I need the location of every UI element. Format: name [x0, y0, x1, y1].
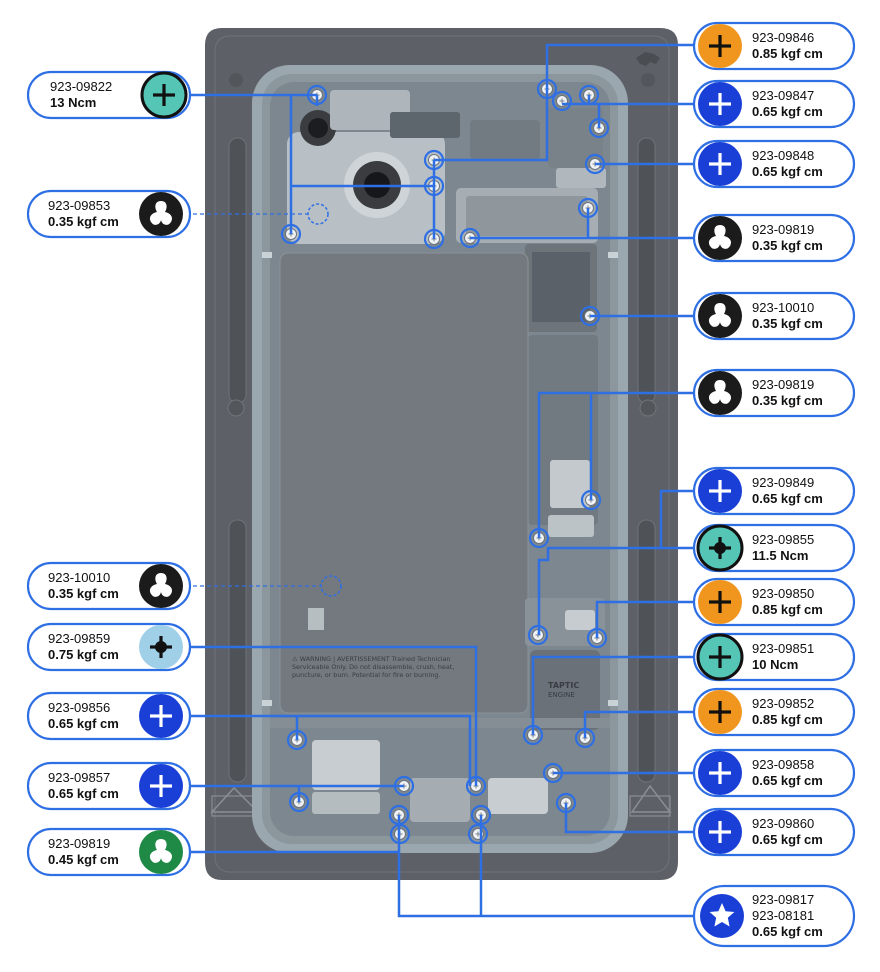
svg-text:923-09819: 923-09819	[48, 836, 110, 851]
callout-923-09819-mid: 923-09819 0.35 kgf cm	[692, 368, 856, 418]
logic-board	[456, 108, 606, 537]
svg-text:923-10010: 923-10010	[752, 300, 814, 315]
callout-923-09817: 923-09817 923-08181 0.65 kgf cm	[692, 884, 856, 948]
svg-text:0.85 kgf cm: 0.85 kgf cm	[752, 712, 823, 727]
svg-text:923-09856: 923-09856	[48, 700, 110, 715]
svg-text:923-09822: 923-09822	[50, 79, 112, 94]
battery-warning-line1: ⚠ WARNING | AVERTISSEMENT Trained Techni…	[292, 655, 450, 663]
taptic-label-line1: TAPTIC	[548, 681, 579, 690]
callout-923-09847: 923-09847 0.65 kgf cm	[692, 79, 856, 129]
svg-text:923-09849: 923-09849	[752, 475, 814, 490]
battery: ⚠ WARNING | AVERTISSEMENT Trained Techni…	[279, 252, 529, 714]
svg-text:923-09819: 923-09819	[752, 222, 814, 237]
svg-text:0.65 kgf cm: 0.65 kgf cm	[48, 786, 119, 801]
callout-923-09856: 923-09856 0.65 kgf cm	[26, 691, 192, 741]
svg-text:923-09819: 923-09819	[752, 377, 814, 392]
svg-text:923-09860: 923-09860	[752, 816, 814, 831]
dashed-leader-lines	[186, 213, 321, 587]
callout-923-10010-left: 923-10010 0.35 kgf cm	[26, 561, 192, 611]
svg-text:0.35 kgf cm: 0.35 kgf cm	[48, 214, 119, 229]
svg-text:13 Ncm: 13 Ncm	[50, 95, 96, 110]
svg-text:0.35 kgf cm: 0.35 kgf cm	[752, 238, 823, 253]
svg-text:0.45 kgf cm: 0.45 kgf cm	[48, 852, 119, 867]
svg-text:923-09817: 923-09817	[752, 892, 814, 907]
svg-text:923-09855: 923-09855	[752, 532, 814, 547]
svg-text:0.35 kgf cm: 0.35 kgf cm	[752, 316, 823, 331]
callout-923-09858: 923-09858 0.65 kgf cm	[692, 748, 856, 798]
battery-warning-line2: Serviceable Only. Do not disassemble, cr…	[292, 663, 454, 671]
callout-923-09849: 923-09849 0.65 kgf cm	[692, 466, 856, 516]
callout-923-09853: 923-09853 0.35 kgf cm	[26, 189, 192, 239]
svg-text:0.75 kgf cm: 0.75 kgf cm	[48, 647, 119, 662]
svg-text:923-09850: 923-09850	[752, 586, 814, 601]
svg-text:0.65 kgf cm: 0.65 kgf cm	[752, 104, 823, 119]
svg-text:923-09858: 923-09858	[752, 757, 814, 772]
svg-text:0.65 kgf cm: 0.65 kgf cm	[752, 164, 823, 179]
svg-text:923-10010: 923-10010	[48, 570, 110, 585]
svg-text:0.65 kgf cm: 0.65 kgf cm	[48, 716, 119, 731]
svg-text:0.65 kgf cm: 0.65 kgf cm	[752, 832, 823, 847]
callout-923-09819-top: 923-09819 0.35 kgf cm	[692, 213, 856, 263]
taptic-label-line2: ENGINE	[548, 691, 575, 699]
svg-text:923-09847: 923-09847	[752, 88, 814, 103]
camera-module	[287, 90, 460, 244]
bottom-modules	[270, 598, 610, 822]
svg-text:0.65 kgf cm: 0.65 kgf cm	[752, 491, 823, 506]
callout-923-10010-right: 923-10010 0.35 kgf cm	[692, 291, 856, 341]
svg-text:10 Ncm: 10 Ncm	[752, 657, 798, 672]
callout-923-09860: 923-09860 0.65 kgf cm	[692, 807, 856, 857]
svg-text:923-09852: 923-09852	[752, 696, 814, 711]
callout-923-09848: 923-09848 0.65 kgf cm	[692, 139, 856, 189]
callout-923-09846: 923-09846 0.85 kgf cm	[692, 21, 856, 71]
svg-text:0.85 kgf cm: 0.85 kgf cm	[752, 602, 823, 617]
leader-lines	[186, 43, 700, 918]
svg-text:923-09857: 923-09857	[48, 770, 110, 785]
callout-923-09851: 923-09851 10 Ncm	[692, 632, 856, 682]
callout-923-09859: 923-09859 0.75 kgf cm	[26, 622, 192, 672]
callout-923-09822: 923-09822 13 Ncm	[26, 70, 192, 120]
svg-text:0.35 kgf cm: 0.35 kgf cm	[48, 586, 119, 601]
svg-text:923-09853: 923-09853	[48, 198, 110, 213]
callout-923-09852: 923-09852 0.85 kgf cm	[692, 687, 856, 737]
svg-text:0.65 kgf cm: 0.65 kgf cm	[752, 773, 823, 788]
callout-923-09855: 923-09855 11.5 Ncm	[692, 523, 856, 573]
taptic-engine: TAPTIC ENGINE	[530, 650, 600, 730]
svg-text:0.85 kgf cm: 0.85 kgf cm	[752, 46, 823, 61]
svg-text:923-09848: 923-09848	[752, 148, 814, 163]
svg-text:923-09859: 923-09859	[48, 631, 110, 646]
battery-warning-line3: puncture, or burn. Potential for fire or…	[292, 671, 441, 679]
svg-text:11.5 Ncm: 11.5 Ncm	[752, 548, 808, 563]
svg-text:0.35 kgf cm: 0.35 kgf cm	[752, 393, 823, 408]
svg-text:0.65 kgf cm: 0.65 kgf cm	[752, 924, 823, 939]
svg-text:923-08181: 923-08181	[752, 908, 814, 923]
callout-923-09857: 923-09857 0.65 kgf cm	[26, 761, 192, 811]
svg-text:923-09851: 923-09851	[752, 641, 814, 656]
callout-923-09850: 923-09850 0.85 kgf cm	[692, 577, 856, 627]
callout-923-09819-green: 923-09819 0.45 kgf cm	[26, 827, 192, 877]
svg-text:923-09846: 923-09846	[752, 30, 814, 45]
